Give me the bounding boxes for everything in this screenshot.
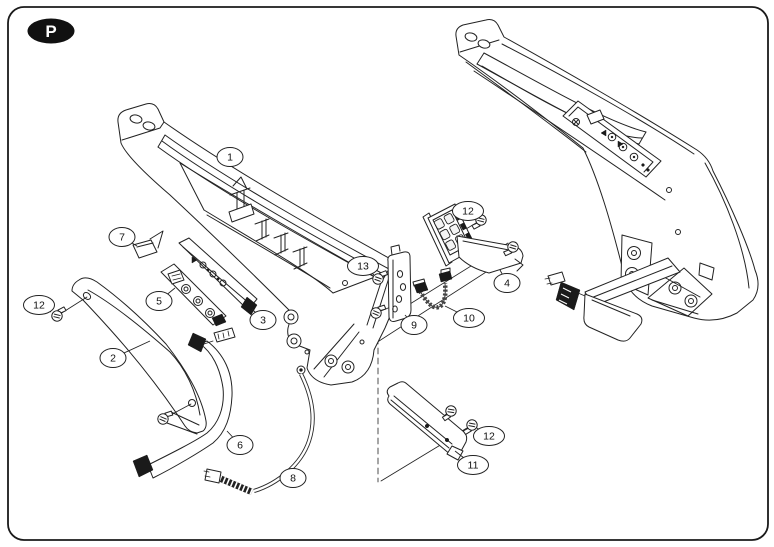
callout-6: 6	[226, 430, 254, 455]
callout-5: 5	[145, 287, 176, 311]
callout-11: 11	[454, 450, 489, 475]
assembled-control-panel	[562, 100, 662, 178]
callout-10: 10	[444, 305, 485, 328]
part-3-lens-strip	[178, 237, 258, 316]
part-6-flex-ribbon-cable	[132, 327, 236, 479]
svg-text:11: 11	[468, 460, 479, 472]
svg-text:13: 13	[357, 261, 369, 273]
part-5-button-board	[160, 263, 227, 327]
callout-1: 1	[216, 147, 244, 167]
callout-7: 7	[108, 227, 138, 247]
callout-9: 9	[400, 314, 428, 335]
svg-text:12: 12	[483, 431, 495, 443]
part-8-cable	[203, 365, 315, 495]
callout-13: 13	[347, 256, 379, 276]
callout-8: 8	[279, 468, 307, 488]
svg-text:7: 7	[119, 232, 125, 244]
svg-text:8: 8	[290, 473, 296, 485]
part-2-front-cover	[71, 277, 207, 435]
part-7-plate	[132, 230, 164, 259]
svg-text:10: 10	[463, 313, 475, 325]
part-4-speaker-assembly	[422, 203, 524, 274]
callout-3: 3	[249, 308, 277, 330]
assembled-bracket-cable	[544, 257, 681, 342]
page-badge: P	[27, 18, 75, 44]
page-badge-oval	[27, 18, 75, 44]
callout-2: 2	[99, 340, 151, 368]
svg-text:9: 9	[411, 320, 417, 332]
assembled-unit	[455, 19, 759, 342]
svg-text:2: 2	[110, 353, 116, 365]
part-10-ribbon-cable	[412, 267, 453, 310]
callout-12: 12	[473, 426, 505, 446]
assembled-unit-details	[459, 32, 750, 289]
callout-12: 12	[23, 295, 55, 315]
page-badge-label: P	[45, 22, 56, 41]
svg-text:1: 1	[227, 152, 233, 164]
part-9-bracket-plate	[375, 244, 412, 322]
callout-12: 12	[452, 201, 484, 221]
svg-text:5: 5	[156, 296, 162, 308]
callout-4: 4	[493, 269, 521, 293]
part-11-mounting-bracket	[386, 381, 473, 461]
svg-text:4: 4	[504, 278, 510, 290]
svg-text:3: 3	[260, 315, 266, 327]
svg-text:12: 12	[462, 206, 474, 218]
svg-text:6: 6	[237, 440, 243, 452]
callout-layer: 1 7 12 2 5 3 6 8 13 9 10 12 4 12 11	[23, 147, 521, 488]
svg-text:12: 12	[33, 300, 45, 312]
